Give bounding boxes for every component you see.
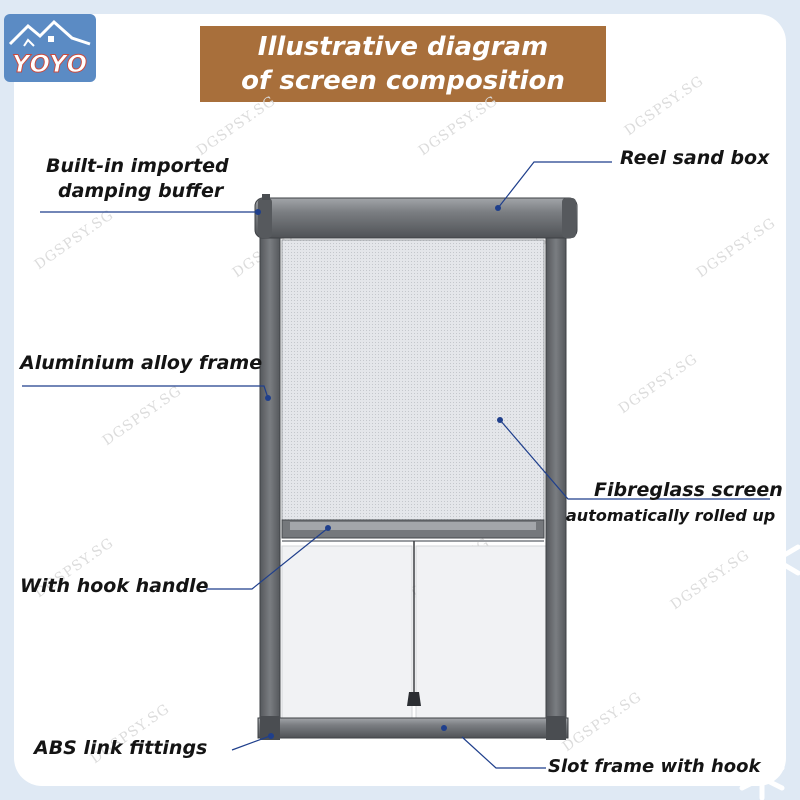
label-screen-line-1: Fibreglass screen [594,479,783,501]
brand-logo: YOYO [4,14,96,82]
title-line-2: of screen composition [241,66,565,96]
label-damping-buffer: Built-in imported damping buffer [46,154,229,204]
logo-text: YOYO [11,50,89,79]
hook-handle-bar [281,519,545,539]
diagram-title: Illustrative diagram of screen compositi… [200,26,606,102]
left-frame [259,225,281,733]
label-fibreglass-screen: Fibreglass screen automatically rolled u… [566,478,783,528]
right-frame [545,225,567,733]
label-screen-line-2: automatically rolled up [566,506,776,525]
slot-frame [257,717,569,739]
snowflake-icon [752,531,800,589]
snowflake-icon [739,756,785,800]
label-damping-line-1: Built-in imported [46,155,229,177]
lower-glass-panels [281,545,547,719]
title-line-1: Illustrative diagram [257,32,549,62]
abs-right-fitting [546,716,566,740]
label-aluminium-frame: Aluminium alloy frame [20,352,263,374]
label-damping-line-2: damping buffer [58,180,224,202]
abs-left-fitting [260,716,280,740]
fibreglass-screen [281,239,545,523]
pull-weight [407,692,421,706]
reel-box [254,194,578,239]
label-reel-box: Reel sand box [620,147,770,169]
leader-lines [22,161,770,769]
house-roof-icon [8,19,91,47]
label-abs-fittings: ABS link fittings [34,737,208,759]
leader-dots [255,205,503,739]
label-slot-frame: Slot frame with hook [548,756,761,777]
label-hook-handle: With hook handle [20,575,209,597]
